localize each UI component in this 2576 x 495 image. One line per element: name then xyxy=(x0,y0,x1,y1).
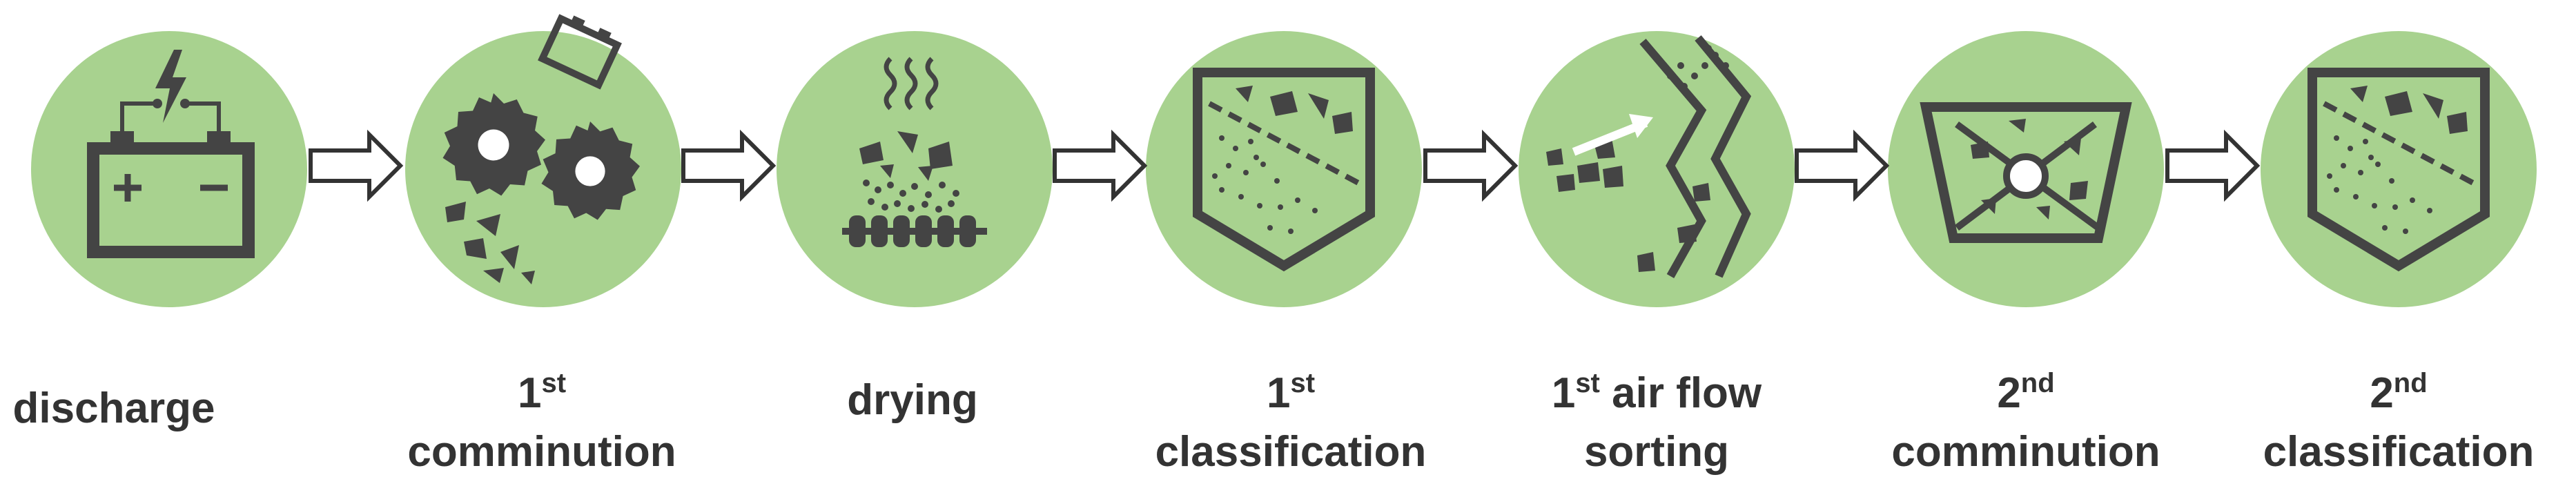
step-discharge xyxy=(31,31,307,307)
step-circle xyxy=(405,31,681,307)
step-label-line1: 1st xyxy=(1267,368,1315,417)
step-circle xyxy=(2261,31,2537,307)
flow-arrows xyxy=(309,129,2261,202)
step-drying xyxy=(777,31,1053,307)
step-1st-comminution xyxy=(405,14,681,307)
arrow-icon xyxy=(1053,129,1148,202)
step-circle xyxy=(777,31,1053,307)
step-label-line2: classification xyxy=(1155,428,1427,476)
step-label-line1: 1st xyxy=(518,368,566,417)
step-1st-air-flow-sorting xyxy=(1519,31,1795,307)
step-2nd-comminution xyxy=(1888,31,2164,307)
shredder-icon xyxy=(442,14,640,284)
step-1st-classification xyxy=(1146,31,1422,307)
step-label-line1: drying xyxy=(847,376,977,424)
sieve-icon xyxy=(1193,68,1375,272)
step-2nd-classification xyxy=(2261,31,2537,307)
step-circle xyxy=(1146,31,1422,307)
step-circle xyxy=(31,31,307,307)
step-label-line2: classification xyxy=(2263,428,2535,476)
sieve-icon xyxy=(2307,68,2490,272)
arrow-icon xyxy=(681,129,777,202)
step-label-line2: sorting xyxy=(1584,428,1729,476)
air-sorter-icon xyxy=(1546,35,1752,278)
step-label-line1: 1st air flow xyxy=(1552,368,1762,417)
arrow-icon xyxy=(2165,129,2261,202)
step-label-line1: 2nd xyxy=(2370,368,2427,417)
arrow-icon xyxy=(1423,129,1519,202)
arrow-icon xyxy=(309,129,404,202)
step-label-line1: 2nd xyxy=(1997,368,2054,417)
battery-icon xyxy=(87,50,255,258)
step-label-line2: comminution xyxy=(1891,428,2160,476)
dryer-icon xyxy=(842,57,987,247)
step-label-line1: discharge xyxy=(13,385,215,432)
step-circle xyxy=(1519,31,1795,307)
mill-icon xyxy=(1920,102,2132,243)
step-labels: discharge 1st comminution drying 1st cla… xyxy=(13,368,2535,476)
step-label-line2: comminution xyxy=(407,428,676,476)
arrow-icon xyxy=(1795,129,1890,202)
